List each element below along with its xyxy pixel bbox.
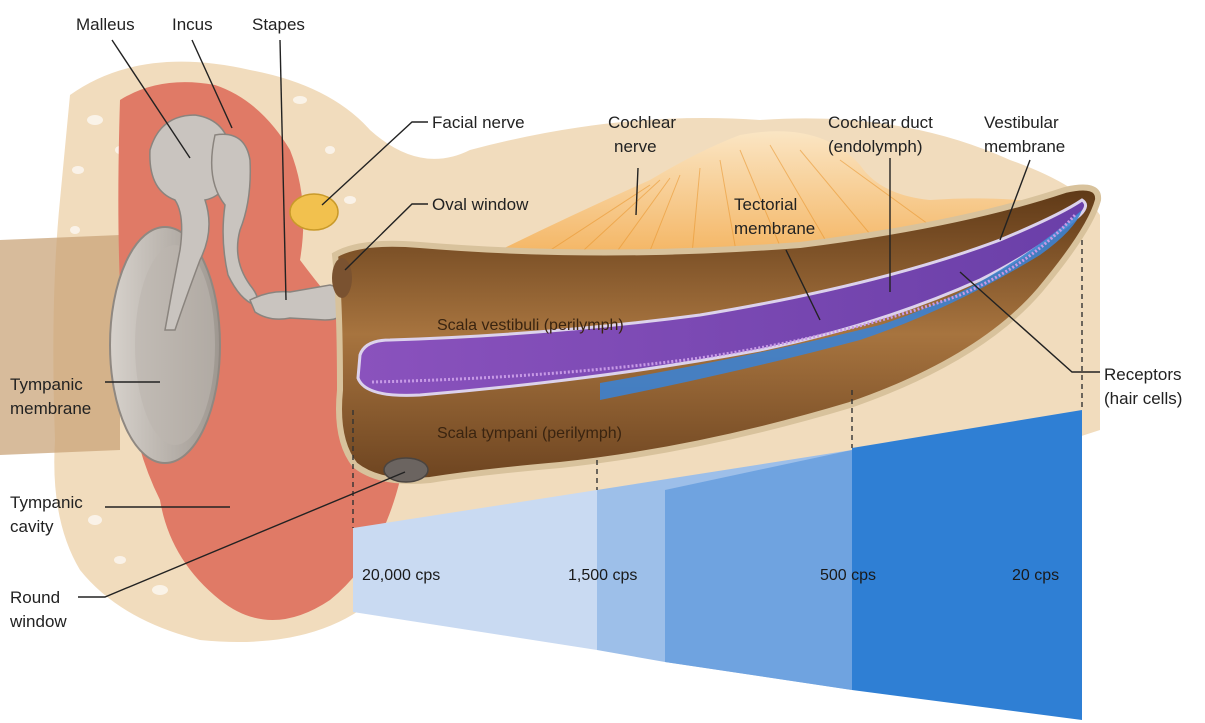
label-tympanic-membrane-2: membrane <box>10 399 91 418</box>
freq-label-1500: 1,500 cps <box>568 567 637 584</box>
label-vestibular-membrane-2: membrane <box>984 137 1065 156</box>
label-round-window-2: window <box>9 612 67 631</box>
label-stapes: Stapes <box>252 15 305 34</box>
ear-canal <box>0 235 120 455</box>
label-tectorial-membrane-1: Tectorial <box>734 195 797 214</box>
label-cochlear-duct-2: (endolymph) <box>828 137 923 156</box>
label-incus: Incus <box>172 15 213 34</box>
label-tympanic-cavity-1: Tympanic <box>10 493 83 512</box>
label-facial-nerve: Facial nerve <box>432 113 525 132</box>
label-round-window-1: Round <box>10 588 60 607</box>
label-oval-window: Oval window <box>432 195 529 214</box>
label-tympanic-membrane-1: Tympanic <box>10 375 83 394</box>
label-receptors-1: Receptors <box>1104 365 1181 384</box>
label-scala-tympani: Scala tympani (perilymph) <box>437 425 622 442</box>
freq-band-4 <box>852 410 1082 720</box>
freq-label-20: 20 cps <box>1012 567 1059 584</box>
label-malleus: Malleus <box>76 15 135 34</box>
freq-label-500: 500 cps <box>820 567 876 584</box>
oval-window-shape <box>332 258 352 298</box>
label-receptors-2: (hair cells) <box>1104 389 1182 408</box>
freq-label-20000: 20,000 cps <box>362 567 440 584</box>
label-cochlear-nerve-1: Cochlear <box>608 113 676 132</box>
label-vestibular-membrane-1: Vestibular <box>984 113 1059 132</box>
label-cochlear-duct-1: Cochlear duct <box>828 113 933 132</box>
label-tectorial-membrane-2: membrane <box>734 219 815 238</box>
label-tympanic-cavity-2: cavity <box>10 517 54 536</box>
label-scala-vestibuli: Scala vestibuli (perilymph) <box>437 317 624 334</box>
facial-nerve-shape <box>290 194 338 230</box>
label-cochlear-nerve-2: nerve <box>614 137 657 156</box>
